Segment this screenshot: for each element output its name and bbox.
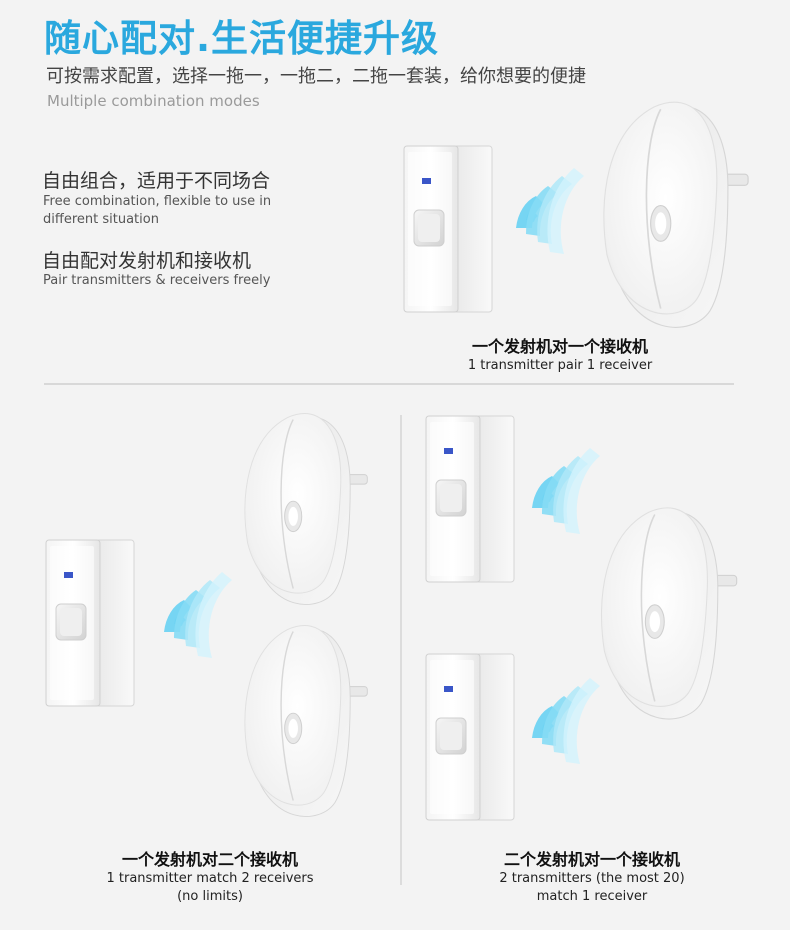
transmitter-image	[45, 539, 135, 707]
transmitter-image	[403, 145, 493, 313]
transmitter-image	[425, 415, 515, 583]
mode-1-caption-cn: 一个发射机对一个接收机	[471, 337, 648, 356]
signal-wave-icon	[516, 168, 584, 254]
receiver-image	[603, 101, 749, 329]
mode-3-caption-cn: 二个发射机对一个接收机	[503, 850, 680, 869]
mode-3-caption-en-line2: match 1 receiver	[536, 889, 648, 904]
signal-wave-icon	[164, 572, 232, 658]
signal-wave-icon	[532, 448, 600, 534]
mode-3-caption-en-line1: 2 transmitters (the most 20)	[499, 871, 685, 886]
receiver-image	[600, 507, 738, 720]
mode-2-caption-en-line2: (no limits)	[177, 889, 243, 904]
column-divider	[400, 415, 402, 885]
page-subtitle-en: Multiple combination modes	[47, 92, 260, 110]
mode-2-caption: 一个发射机对二个接收机 1 transmitter match 2 receiv…	[90, 846, 330, 906]
page-title: 随心配对.生活便捷升级	[44, 17, 440, 60]
signal-wave-icon	[532, 678, 600, 764]
page-subtitle: 可按需求配置，选择一拖一，一拖二，二拖一套装，给你想要的便捷	[46, 66, 586, 87]
feature-2-cn: 自由配对发射机和接收机	[42, 250, 252, 272]
receiver-image	[244, 412, 369, 606]
receiver-image	[244, 624, 369, 818]
transmitter-image	[425, 653, 515, 821]
feature-1-cn: 自由组合，适用于不同场合	[42, 170, 271, 192]
feature-1-en: Free combination, flexible to use in dif…	[43, 193, 271, 229]
section-divider	[44, 383, 734, 385]
mode-1-caption: 一个发射机对一个接收机 1 transmitter pair 1 receive…	[440, 333, 680, 375]
mode-1-caption-en: 1 transmitter pair 1 receiver	[467, 358, 653, 373]
mode-2-caption-cn: 一个发射机对二个接收机	[121, 850, 298, 869]
mode-2-caption-en-line1: 1 transmitter match 2 receivers	[106, 871, 314, 886]
feature-1-en-line1: Free combination, flexible to use in	[43, 194, 272, 209]
mode-3-caption: 二个发射机对一个接收机 2 transmitters (the most 20)…	[472, 846, 712, 906]
feature-1-en-line2: different situation	[43, 212, 159, 227]
feature-2-en: Pair transmitters & receivers freely	[43, 273, 271, 288]
